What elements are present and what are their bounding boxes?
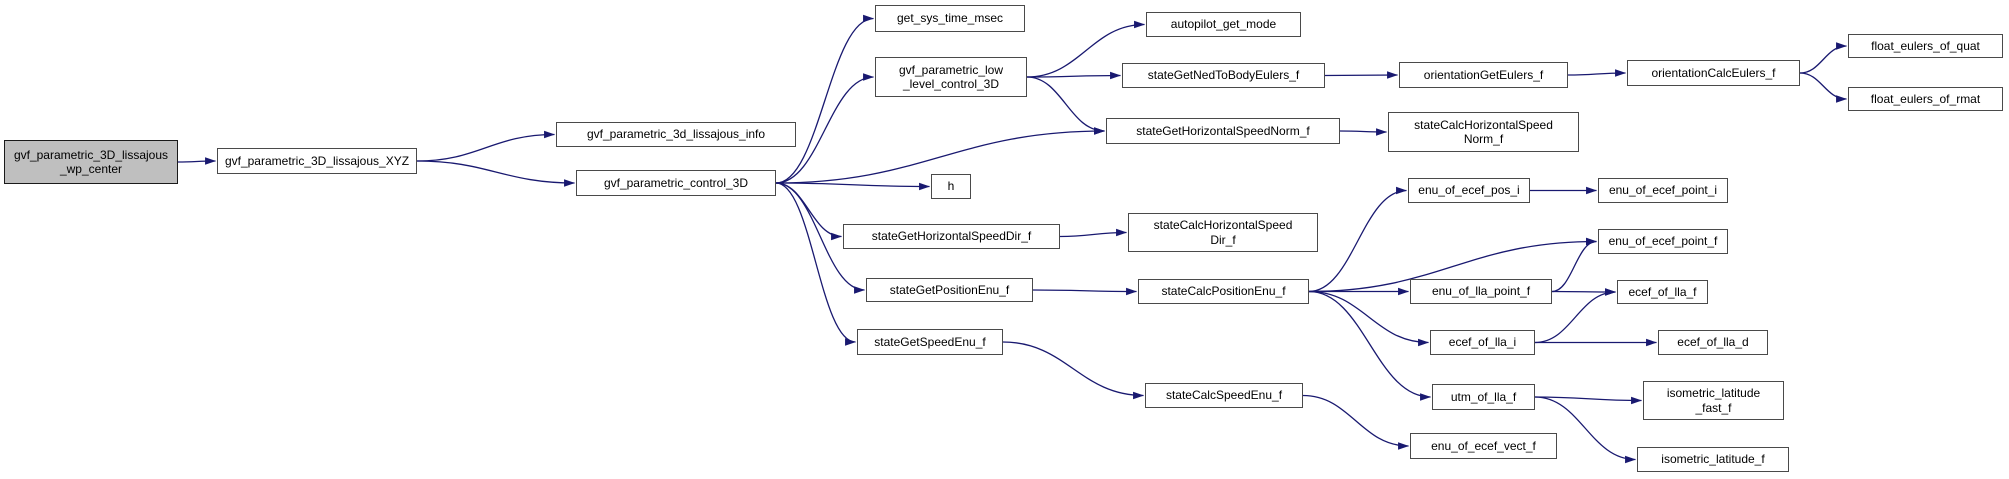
- node-fer[interactable]: float_eulers_of_rmat: [1848, 87, 2003, 111]
- edge-getposenu-to-calcpos: [1032, 287, 1138, 296]
- edge-control3d-to-h: [775, 182, 931, 191]
- node-xyz[interactable]: gvf_parametric_3D_lissajous_XYZ: [217, 148, 417, 174]
- edge-lowlevel-to-hsnorm: [1026, 76, 1106, 135]
- edge-orientcalc-to-feq: [1799, 42, 1848, 74]
- node-autopilot[interactable]: autopilot_get_mode: [1146, 12, 1301, 37]
- edge-getspeedenu-to-calcspeed: [1002, 341, 1145, 400]
- node-wp_center: gvf_parametric_3D_lissajous _wp_center: [4, 140, 178, 184]
- node-label: stateCalcHorizontalSpeed Dir_f: [1153, 218, 1293, 247]
- node-utm[interactable]: utm_of_lla_f: [1432, 384, 1535, 410]
- node-label: utm_of_lla_f: [1450, 389, 1517, 404]
- edge-control3d-to-getsystime: [775, 14, 875, 184]
- node-orientget[interactable]: orientationGetEulers_f: [1399, 62, 1568, 88]
- edge-calcpos-to-enupointf: [1308, 237, 1598, 293]
- node-label: isometric_latitude_f: [1661, 452, 1765, 467]
- edge-control3d-to-getposenu: [775, 182, 866, 294]
- node-enupointi[interactable]: enu_of_ecef_point_i: [1598, 178, 1728, 203]
- node-label: ecef_of_lla_d: [1677, 335, 1749, 350]
- node-label: enu_of_ecef_point_i: [1608, 183, 1718, 198]
- edge-lowlevel-to-nedtobody: [1026, 71, 1122, 80]
- node-ecefllad[interactable]: ecef_of_lla_d: [1658, 330, 1768, 355]
- edge-xyz-to-info: [416, 130, 556, 162]
- node-label: enu_of_ecef_vect_f: [1431, 438, 1536, 453]
- edge-nedtobody-to-orientget: [1324, 71, 1399, 79]
- node-enupointf[interactable]: enu_of_ecef_point_f: [1598, 229, 1728, 254]
- edge-control3d-to-hsdir: [775, 182, 843, 241]
- node-ecefllai[interactable]: ecef_of_lla_i: [1430, 330, 1535, 355]
- edge-ecefllai-to-ecefllaf: [1534, 288, 1617, 344]
- node-hsdir[interactable]: stateGetHorizontalSpeedDir_f: [843, 224, 1060, 249]
- node-enuposi[interactable]: enu_of_ecef_pos_i: [1408, 178, 1530, 203]
- node-calcpos[interactable]: stateCalcPositionEnu_f: [1138, 279, 1309, 304]
- node-calcdir[interactable]: stateCalcHorizontalSpeed Dir_f: [1128, 213, 1318, 252]
- edge-lowlevel-to-autopilot: [1026, 20, 1146, 78]
- node-getspeedenu[interactable]: stateGetSpeedEnu_f: [857, 329, 1003, 355]
- node-label: enu_of_ecef_point_f: [1608, 234, 1718, 249]
- node-enuvect[interactable]: enu_of_ecef_vect_f: [1410, 433, 1557, 459]
- node-isofast[interactable]: isometric_latitude _fast_f: [1643, 381, 1784, 420]
- node-info[interactable]: gvf_parametric_3d_lissajous_info: [556, 122, 796, 147]
- node-label: stateGetNedToBodyEulers_f: [1147, 68, 1300, 83]
- node-label: gvf_parametric_control_3D: [603, 175, 749, 190]
- edge-control3d-to-getspeedenu: [775, 182, 857, 346]
- edge-hsnorm-to-calcnorm: [1339, 128, 1388, 136]
- node-label: ecef_of_lla_i: [1448, 335, 1517, 350]
- node-label: stateCalcHorizontalSpeed Norm_f: [1414, 117, 1553, 146]
- edge-hsdir-to-calcdir: [1059, 228, 1128, 238]
- edge-orientget-to-orientcalc: [1567, 69, 1627, 77]
- node-label: float_eulers_of_rmat: [1870, 91, 1981, 106]
- node-control3d[interactable]: gvf_parametric_control_3D: [576, 170, 776, 196]
- edge-calcpos-to-ecefllai: [1308, 290, 1430, 347]
- node-label: isometric_latitude _fast_f: [1666, 386, 1761, 415]
- edge-control3d-to-hsnorm: [775, 127, 1106, 184]
- node-label: stateGetHorizontalSpeedNorm_f: [1136, 123, 1310, 138]
- node-label: stateCalcSpeedEnu_f: [1165, 388, 1283, 403]
- node-label: stateGetSpeedEnu_f: [874, 334, 986, 349]
- edge-enullapointf-to-ecefllaf: [1551, 288, 1617, 296]
- edge-utm-to-isofast: [1534, 396, 1643, 405]
- node-label: h: [947, 179, 955, 194]
- node-ecefllaf[interactable]: ecef_of_lla_f: [1617, 280, 1708, 304]
- node-label: orientationCalcEulers_f: [1651, 65, 1776, 80]
- node-nedtobody[interactable]: stateGetNedToBodyEulers_f: [1122, 63, 1325, 88]
- node-h[interactable]: h: [931, 174, 971, 199]
- node-hsnorm[interactable]: stateGetHorizontalSpeedNorm_f: [1106, 118, 1340, 144]
- edge-utm-to-isof: [1534, 396, 1637, 464]
- node-label: get_sys_time_msec: [896, 11, 1004, 26]
- node-label: enu_of_lla_point_f: [1431, 284, 1531, 299]
- node-label: ecef_of_lla_f: [1628, 284, 1697, 299]
- node-label: gvf_parametric_3D_lissajous_XYZ: [224, 153, 410, 168]
- edge-wp_center-to-xyz: [177, 157, 217, 165]
- node-feq[interactable]: float_eulers_of_quat: [1848, 34, 2003, 58]
- node-label: enu_of_ecef_pos_i: [1418, 183, 1520, 198]
- edge-calcpos-to-enuposi: [1308, 186, 1408, 293]
- node-label: stateCalcPositionEnu_f: [1161, 284, 1286, 299]
- node-calcnorm[interactable]: stateCalcHorizontalSpeed Norm_f: [1388, 112, 1579, 152]
- node-label: autopilot_get_mode: [1170, 17, 1277, 32]
- node-lowlevel[interactable]: gvf_parametric_low _level_control_3D: [875, 57, 1027, 97]
- node-orientcalc[interactable]: orientationCalcEulers_f: [1627, 60, 1800, 86]
- edge-xyz-to-control3d: [416, 160, 576, 187]
- edge-enullapointf-to-enupointf: [1551, 237, 1598, 293]
- node-label: stateGetPositionEnu_f: [889, 282, 1010, 297]
- node-getsystime[interactable]: get_sys_time_msec: [875, 5, 1025, 32]
- edge-calcspeed-to-enuvect: [1302, 394, 1410, 450]
- node-label: float_eulers_of_quat: [1871, 38, 1980, 53]
- edge-calcpos-to-utm: [1308, 290, 1432, 401]
- node-isof[interactable]: isometric_latitude_f: [1637, 447, 1789, 472]
- node-label: gvf_parametric_low _level_control_3D: [898, 62, 1004, 91]
- node-enullapointf[interactable]: enu_of_lla_point_f: [1410, 279, 1552, 304]
- node-calcspeed[interactable]: stateCalcSpeedEnu_f: [1145, 383, 1303, 408]
- edge-orientcalc-to-fer: [1799, 72, 1848, 103]
- edge-control3d-to-lowlevel: [775, 73, 875, 184]
- node-getposenu[interactable]: stateGetPositionEnu_f: [866, 278, 1033, 302]
- node-label: gvf_parametric_3D_lissajous _wp_center: [13, 147, 169, 176]
- node-label: gvf_parametric_3d_lissajous_info: [586, 127, 766, 142]
- node-label: orientationGetEulers_f: [1423, 67, 1544, 82]
- node-label: stateGetHorizontalSpeedDir_f: [871, 229, 1032, 244]
